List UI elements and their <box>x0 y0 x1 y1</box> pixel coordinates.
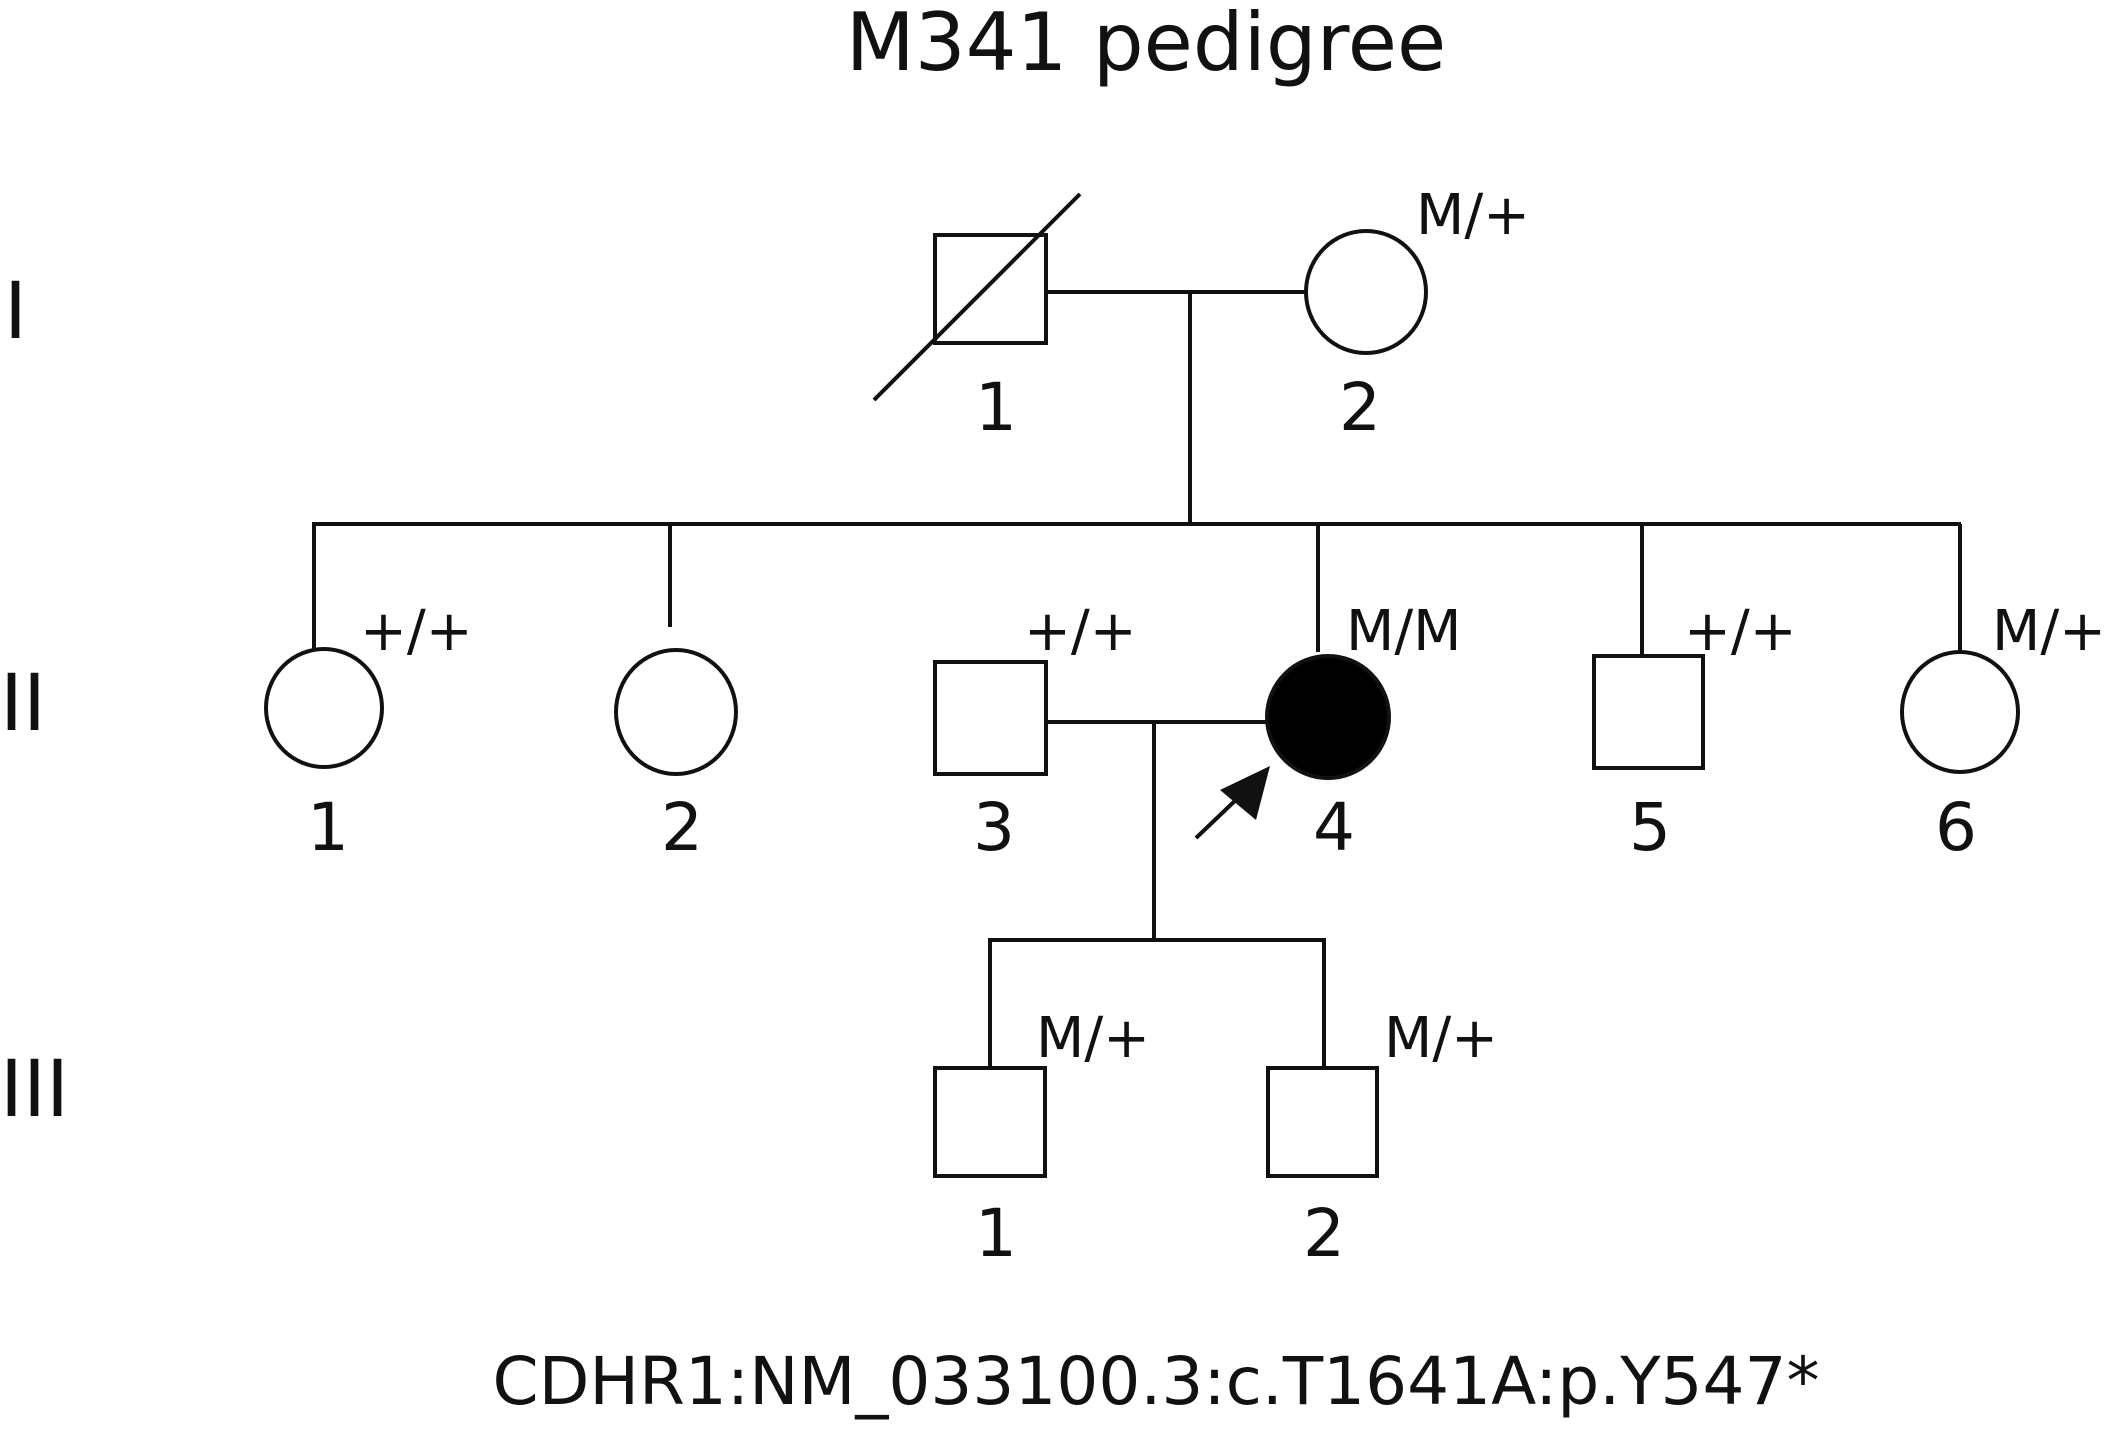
proband-arrow <box>1194 766 1270 840</box>
individual-ii-3: +/+ 3 <box>933 599 1137 866</box>
generation-label-i: I <box>4 267 27 357</box>
genotype-label: M/+ <box>1416 183 1530 248</box>
individual-number: 1 <box>975 1195 1017 1272</box>
individual-number: 1 <box>307 789 349 866</box>
variant-label: CDHR1:NM_033100.3:c.T1641A:p.Y547* <box>492 1343 1819 1420</box>
individual-ii-6: M/+ 6 <box>1900 599 2106 866</box>
individual-number: 4 <box>1313 789 1355 866</box>
diagram-title: M341 pedigree <box>846 0 1447 89</box>
male-square <box>1266 1066 1379 1178</box>
proband-arrow-head <box>1220 766 1270 820</box>
individual-number: 6 <box>1935 789 1977 866</box>
deceased-slash <box>872 192 1082 402</box>
proband-arrow-shaft <box>1194 794 1242 840</box>
individual-i-2: M/+ 2 <box>1304 183 1530 446</box>
individual-number: 3 <box>973 789 1015 866</box>
generation-label-ii: II <box>0 659 46 749</box>
female-circle <box>264 647 384 769</box>
individual-i-1: 1 <box>872 192 1082 446</box>
individual-number: 1 <box>975 369 1017 446</box>
female-circle <box>614 648 738 776</box>
individual-ii-5: +/+ 5 <box>1592 599 1797 866</box>
female-circle <box>1900 650 2020 774</box>
genotype-label: +/+ <box>360 599 473 664</box>
genotype-label: +/+ <box>1684 599 1797 664</box>
genotype-label: M/+ <box>1384 1006 1498 1071</box>
individual-ii-1: +/+ 1 <box>264 599 473 866</box>
male-square <box>933 660 1048 776</box>
affected-female-circle <box>1265 654 1391 780</box>
individual-ii-4: M/M 4 <box>1194 599 1462 866</box>
individual-number: 5 <box>1629 789 1671 866</box>
pedigree-lines <box>312 290 1962 1068</box>
generation-label-iii: III <box>0 1045 69 1135</box>
genotype-label: M/+ <box>1992 599 2106 664</box>
genotype-label: M/+ <box>1036 1006 1150 1071</box>
individual-iii-2: M/+ 2 <box>1266 1006 1498 1272</box>
individual-ii-2: 2 <box>614 648 738 866</box>
male-square <box>933 233 1048 345</box>
individual-number: 2 <box>1339 369 1381 446</box>
female-circle <box>1304 229 1428 355</box>
individual-iii-1: M/+ 1 <box>933 1006 1150 1272</box>
male-square <box>1592 654 1705 770</box>
male-square <box>933 1066 1047 1178</box>
individual-number: 2 <box>1303 1195 1345 1272</box>
individual-number: 2 <box>661 789 703 866</box>
genotype-label: +/+ <box>1024 599 1137 664</box>
genotype-label: M/M <box>1346 599 1462 664</box>
